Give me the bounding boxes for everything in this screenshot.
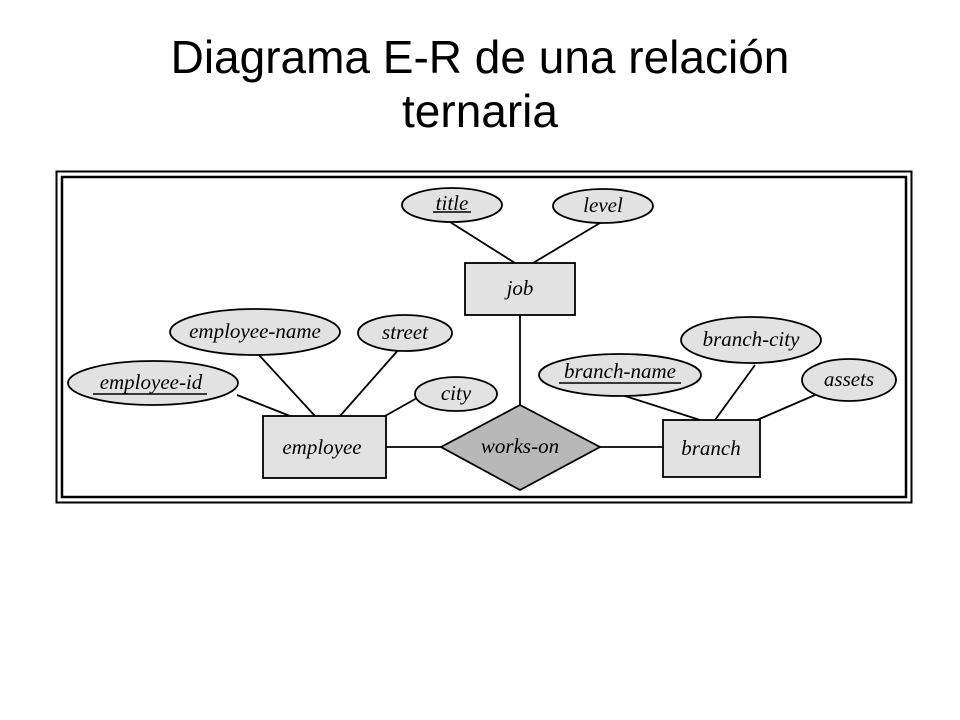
connector-lines: [236, 221, 816, 448]
attribute-title-label: title: [436, 191, 469, 215]
line-employee-name-employee: [258, 354, 316, 417]
line-street-employee: [339, 347, 401, 417]
slide-title-line-1: Diagrama E-R de una relación: [170, 31, 790, 83]
attribute-title: [401, 187, 503, 223]
attribute-assets: [801, 358, 897, 402]
line-city-employee: [384, 397, 418, 417]
attribute-assets-label: assets: [824, 367, 874, 391]
attribute-city-label: city: [441, 381, 472, 405]
attribute-branch-name-label: branch-name: [564, 359, 676, 383]
attribute-level: [552, 188, 654, 224]
attribute-branch-name: [538, 353, 702, 397]
line-branch-city-branch: [714, 364, 756, 421]
line-level-job: [532, 222, 601, 264]
attribute-employee-name: [169, 308, 341, 356]
entity-employee: [262, 415, 387, 479]
attribute-employee-name-label: employee-name: [189, 319, 321, 343]
relationship-works-on: [439, 403, 602, 492]
attribute-city: [414, 376, 498, 412]
line-assets-branch: [756, 394, 816, 421]
er-diagram: title level job employee-name street emp…: [55, 170, 913, 504]
slide-title-line-2: ternaria: [402, 85, 558, 137]
attribute-level-label: level: [583, 193, 623, 217]
entity-job: [464, 262, 576, 316]
line-title-job: [449, 221, 516, 264]
attribute-employee-id-label: employee-id: [100, 370, 203, 394]
line-branch-name-branch: [624, 395, 701, 421]
attribute-branch-city: [680, 316, 822, 364]
attribute-street: [357, 314, 453, 352]
entity-branch: [662, 419, 761, 478]
relationship-works-on-label: works-on: [481, 434, 559, 458]
entity-employee-label: employee: [282, 435, 361, 459]
entity-branch-label: branch: [681, 436, 741, 460]
line-employee-id-employee: [236, 394, 291, 417]
attribute-branch-city-label: branch-city: [703, 327, 800, 351]
slide-title: Diagrama E-R de una relación ternaria: [0, 30, 960, 138]
attribute-street-label: street: [382, 320, 429, 344]
entity-job-label: job: [504, 276, 534, 300]
